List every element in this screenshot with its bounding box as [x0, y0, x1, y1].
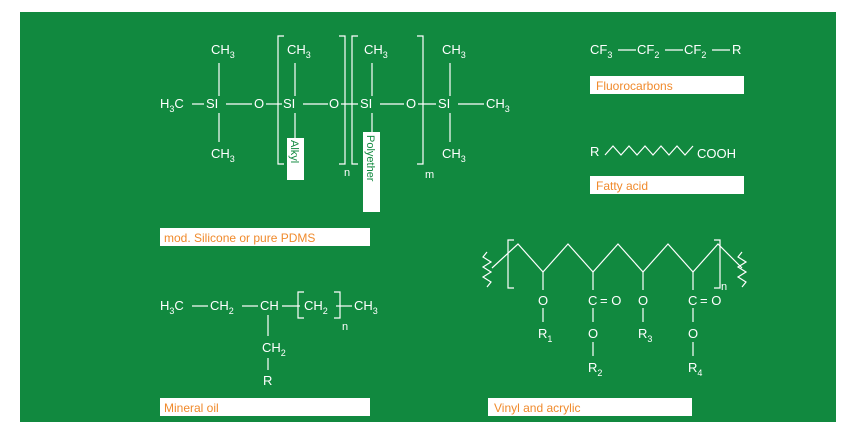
mineral-ch3: CH3 — [354, 298, 378, 316]
ch3-top-2: CH3 — [287, 42, 311, 60]
fluorocarbon-structure: CF3 CF2 CF2 R — [590, 42, 741, 60]
vinyl-eq-4: = O — [700, 293, 721, 308]
mineral-h3c: H3C — [160, 298, 184, 316]
vinyl-c-4: C — [688, 293, 697, 308]
repeat-n: n — [344, 167, 350, 179]
ch3-top-4: CH3 — [442, 42, 466, 60]
fluorocarbons-label: Fluorocarbons — [596, 79, 673, 93]
fluoro-r: R — [732, 42, 741, 57]
bracket-2-right — [417, 35, 424, 165]
cf2-1: CF2 — [637, 42, 659, 60]
fatty-acid-structure: R COOH — [590, 144, 736, 161]
ch3-bottom-1: CH3 — [211, 146, 235, 164]
squiggle-right — [736, 251, 748, 288]
ch3-bottom-4: CH3 — [442, 146, 466, 164]
vinyl-r1: R1 — [538, 326, 552, 344]
bracket-1-left — [277, 35, 284, 165]
vinyl-o-1: O — [538, 293, 548, 308]
mineral-n: n — [342, 321, 348, 333]
mineral-ch2-repeat: CH2 — [304, 298, 328, 316]
fatty-acid-label-box — [590, 176, 744, 194]
vinyl-r2: R2 — [588, 360, 602, 378]
ch3-top-3: CH3 — [364, 42, 388, 60]
ch3-right: CH3 — [486, 96, 510, 114]
fluorocarbons-label-box — [590, 76, 744, 94]
ch3-top-1: CH3 — [211, 42, 235, 60]
vinyl-o-3: O — [638, 293, 648, 308]
fatty-r: R — [590, 144, 599, 159]
silicone-label-box — [160, 228, 370, 246]
bracket-2-left — [351, 35, 358, 165]
h3c-left: H3C — [160, 96, 184, 114]
polyether-box — [363, 132, 380, 212]
vinyl-o-4: O — [688, 326, 698, 341]
cf2-2: CF2 — [684, 42, 706, 60]
silicone-label: mod. Silicone or pure PDMS — [164, 231, 315, 245]
mineral-bracket-left — [297, 291, 304, 319]
si-1: SI — [206, 96, 218, 111]
fatty-cooh: COOH — [697, 146, 736, 161]
polyether-label: Polyether — [364, 135, 376, 182]
mineral-ch2: CH2 — [210, 298, 234, 316]
vinyl-eq-2: = O — [600, 293, 621, 308]
si-4: SI — [438, 96, 450, 111]
si-2: SI — [283, 96, 295, 111]
mineral-ch: CH — [260, 298, 279, 313]
repeat-m: m — [425, 169, 434, 181]
vinyl-bracket-right — [714, 239, 721, 289]
vinyl-r3: R3 — [638, 326, 652, 344]
mineral-bracket-right — [334, 291, 341, 319]
alkyl-box — [287, 138, 304, 180]
mineral-oil-label: Mineral oil — [164, 401, 219, 415]
mineral-ch2-branch: CH2 — [262, 340, 286, 358]
mineral-oil-label-box — [160, 398, 370, 416]
vinyl-bracket-left — [507, 239, 514, 289]
vinyl-label: Vinyl and acrylic — [494, 401, 580, 415]
vinyl-o-2: O — [588, 326, 598, 341]
fatty-acid-label: Fatty acid — [596, 179, 648, 193]
bracket-1-right — [339, 35, 346, 165]
o-2: O — [329, 96, 339, 111]
vinyl-label-box — [488, 398, 692, 416]
vinyl-backbone — [491, 243, 743, 273]
vinyl-r4: R4 — [688, 360, 702, 378]
vinyl-acrylic-structure: n O R1 C = O O R2 O R3 C = O O R4 — [481, 239, 748, 378]
alkyl-label: Alkyl — [288, 140, 300, 163]
vinyl-n: n — [721, 281, 727, 293]
vinyl-c-2: C — [588, 293, 597, 308]
cf3: CF3 — [590, 42, 612, 60]
silicone-structure: CH3 CH3 CH3 CH3 H3C SI O SI O SI O SI CH… — [160, 35, 510, 212]
o-3: O — [406, 96, 416, 111]
mineral-r: R — [263, 373, 272, 388]
si-3: SI — [360, 96, 372, 111]
o-1: O — [254, 96, 264, 111]
squiggle-left — [481, 251, 493, 288]
mineral-oil-structure: H3C CH2 CH CH2 CH3 n CH2 R — [160, 291, 378, 388]
